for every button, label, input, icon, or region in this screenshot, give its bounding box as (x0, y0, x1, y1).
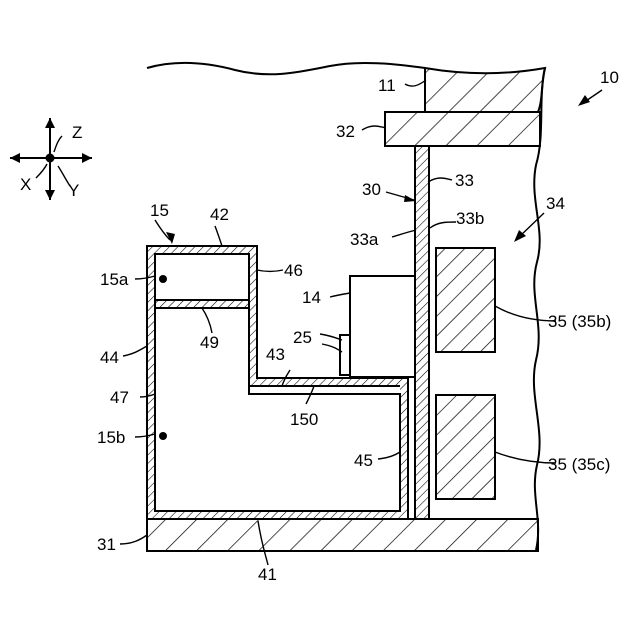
label-33a: 33a (350, 230, 379, 249)
label-33b: 33b (456, 209, 484, 228)
base-31 (147, 519, 538, 551)
label-25: 25 (293, 328, 312, 347)
label-44: 44 (100, 348, 119, 367)
magnet-35c (436, 395, 495, 499)
label-46: 46 (284, 261, 303, 280)
label-15a: 15a (100, 270, 129, 289)
connector-25 (340, 335, 350, 375)
axis-z-label: Z (72, 123, 82, 142)
label-30: 30 (362, 180, 381, 199)
label-31: 31 (97, 535, 116, 554)
label-49: 49 (200, 333, 219, 352)
label-47: 47 (110, 388, 129, 407)
label-43: 43 (266, 345, 285, 364)
sensor-15a (159, 275, 167, 283)
axis-x-label: X (20, 175, 31, 194)
upper-break-line (147, 63, 425, 74)
member-11 (425, 68, 545, 112)
label-41: 41 (258, 565, 277, 584)
label-32: 32 (336, 122, 355, 141)
label-11: 11 (378, 76, 396, 95)
label-150: 150 (290, 410, 318, 429)
label-15b: 15b (97, 428, 125, 447)
partition-49 (155, 300, 249, 308)
label-35c: 35 (35c) (548, 455, 610, 474)
wall-33 (415, 146, 429, 519)
upper-chamber (155, 254, 249, 300)
plate-32 (385, 112, 540, 146)
label-14: 14 (302, 288, 321, 307)
label-15: 15 (150, 201, 169, 220)
component-14 (350, 276, 415, 377)
magnet-35b (436, 248, 495, 352)
label-34: 34 (546, 194, 565, 213)
axis-y-label: Y (68, 181, 79, 200)
label-35b: 35 (35b) (548, 312, 611, 331)
label-33: 33 (455, 171, 474, 190)
sensor-15b (159, 432, 167, 440)
label-45: 45 (354, 451, 373, 470)
label-42: 42 (210, 205, 229, 224)
label-10: 10 (600, 68, 619, 87)
